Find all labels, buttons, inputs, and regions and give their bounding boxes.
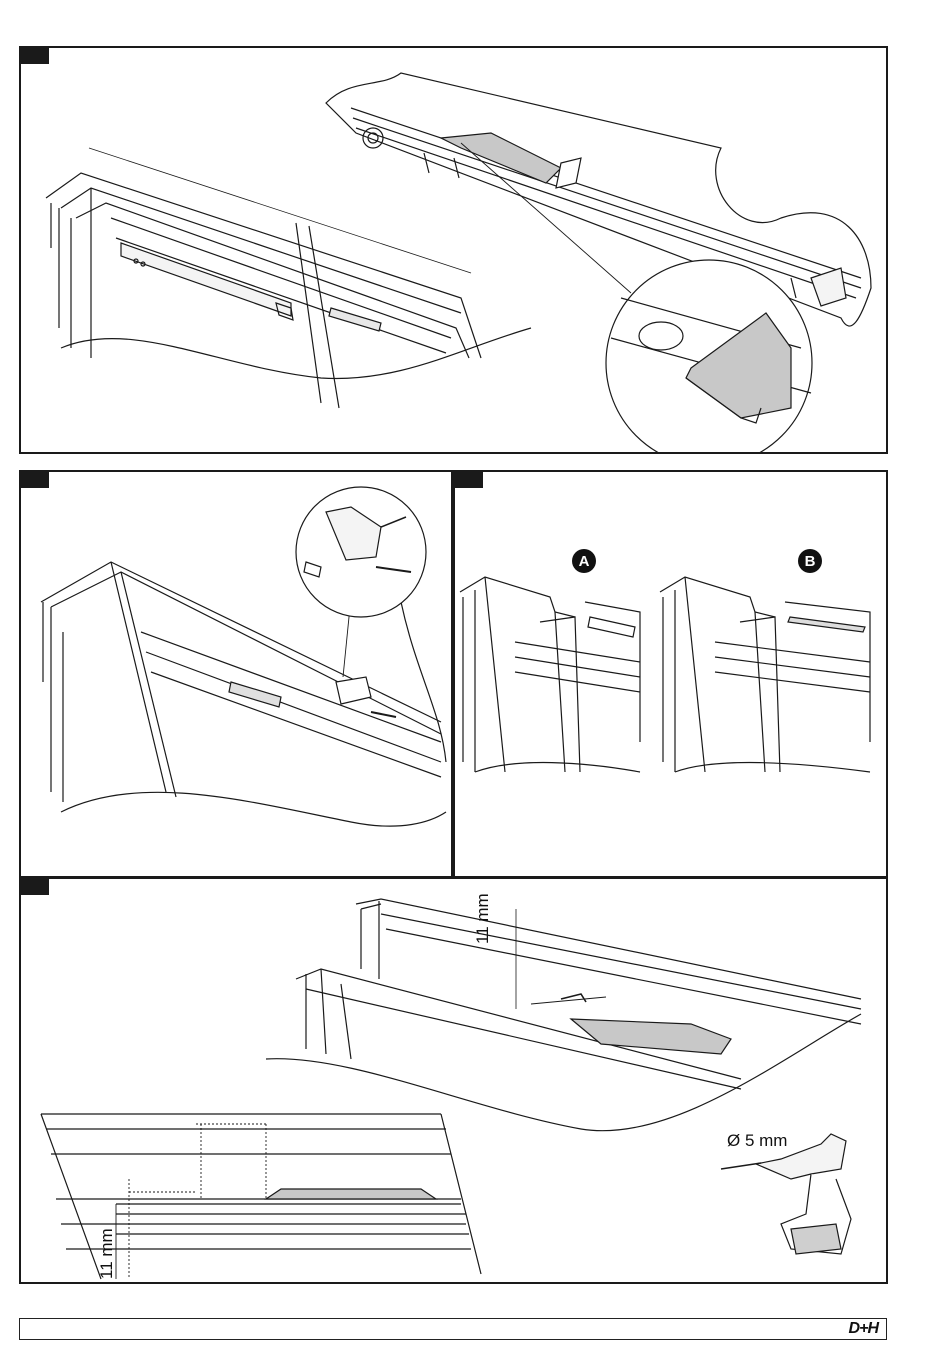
step-2-illustration [21, 472, 453, 878]
dimension-label-top: 11 mm [473, 893, 493, 944]
footer-bar: D+H [19, 1318, 887, 1340]
step-3-panel: A B [453, 470, 888, 878]
option-a-badge: A [572, 549, 596, 573]
step-4-illustration [21, 879, 888, 1284]
step-4-panel: 11 mm 11 mm Ø 5 mm [19, 877, 888, 1284]
step-1-panel [19, 46, 888, 454]
dimension-label-bottom: 11 mm [97, 1228, 117, 1279]
step-2-panel [19, 470, 453, 878]
step-1-illustration [21, 48, 888, 454]
brand-logo: D+H [849, 1320, 878, 1338]
option-b-badge: B [798, 549, 822, 573]
drill-diameter-label: Ø 5 mm [727, 1131, 787, 1151]
step-3-illustration [455, 472, 888, 878]
